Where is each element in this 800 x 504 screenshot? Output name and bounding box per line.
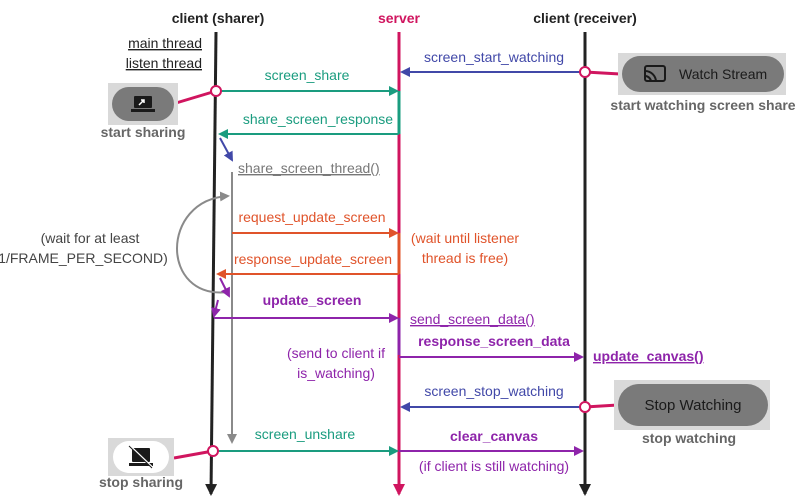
watch-stream-button[interactable]: Watch Stream: [622, 56, 784, 92]
caption-stop-watching: stop watching: [642, 430, 736, 446]
label-clear-canvas: clear_canvas: [450, 428, 538, 444]
lifeline-sharer: [205, 31, 218, 496]
label-response-update-screen: response_update_screen: [234, 251, 392, 267]
wait-loop-curve: [176, 191, 230, 294]
label-screen-start-watching: screen_start_watching: [424, 49, 564, 65]
caption-start-watching: start watching screen share: [610, 97, 795, 113]
label-screen-unshare: screen_unshare: [255, 426, 356, 442]
caption-start-sharing: start sharing: [101, 124, 186, 140]
label-update-screen: update_screen: [263, 292, 362, 308]
stop-share-icon: [128, 445, 154, 469]
note-listener-line1: (wait until listener: [411, 230, 519, 246]
stop-watching-label: Stop Watching: [645, 397, 742, 414]
start-sharing-node: [210, 85, 222, 97]
note-send-line2: is_watching): [297, 365, 375, 381]
watch-stream-label: Watch Stream: [679, 66, 767, 82]
label-request-update-screen: request_update_screen: [238, 209, 385, 225]
label-send-screen-data: send_screen_data(): [410, 311, 535, 327]
stop-sharing-button[interactable]: [113, 441, 169, 473]
watch-stream-node: [579, 66, 591, 78]
note-wait-line2: 1/FRAME_PER_SECOND): [0, 250, 168, 266]
label-share-screen-response: share_screen_response: [243, 111, 393, 127]
arrow-to-update-screen: [219, 277, 230, 298]
arrow-spawn-thread: [219, 137, 233, 162]
lifeline-header-sharer: client (sharer): [172, 10, 265, 26]
legend-main-thread: main thread: [128, 35, 202, 51]
label-update-canvas: update_canvas(): [593, 348, 703, 364]
label-response-screen-data: response_screen_data: [418, 333, 570, 349]
label-share-screen-thread: share_screen_thread(): [238, 160, 380, 176]
label-screen-stop-watching: screen_stop_watching: [424, 383, 563, 399]
lifeline-header-server: server: [378, 10, 421, 26]
lifeline-header-receiver: client (receiver): [533, 10, 637, 26]
caption-stop-sharing: stop sharing: [99, 474, 183, 490]
start-sharing-connector: [175, 89, 217, 105]
stop-sharing-node: [207, 445, 219, 457]
stop-sharing-connector: [173, 449, 214, 460]
stop-watching-button[interactable]: Stop Watching: [618, 384, 768, 426]
legend-listen-thread: listen thread: [126, 55, 202, 71]
start-sharing-button[interactable]: [112, 87, 174, 121]
cast-icon: [644, 65, 666, 83]
sharer-purple-down: [211, 299, 221, 318]
note-listener-line2: thread is free): [422, 250, 508, 266]
note-wait-line1: (wait for at least: [41, 230, 140, 246]
share-screen-icon: [131, 96, 155, 112]
stop-watching-node: [579, 401, 591, 413]
label-screen-share: screen_share: [265, 67, 350, 83]
note-send-line1: (send to client if: [287, 345, 385, 361]
note-still-watching: (if client is still watching): [419, 458, 569, 474]
